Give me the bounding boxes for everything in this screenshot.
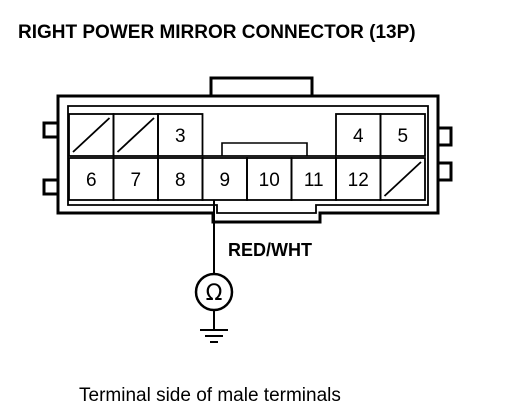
connector-housing (42, 76, 453, 224)
ground-icon (200, 310, 228, 343)
ohm-icon: Ω (206, 281, 223, 306)
center-keyway (221, 142, 308, 156)
terminal-grid: 3 4 5 6 7 8 9 10 11 12 (68, 113, 426, 201)
terminal-cavity (379, 113, 426, 157)
left-tab-lower (42, 178, 58, 196)
unused-terminal-slash (383, 161, 422, 197)
terminal-number: 12 (348, 170, 369, 191)
unused-terminal-slash (72, 117, 111, 153)
right-tab-upper (438, 126, 453, 147)
terminal-number: 4 (353, 126, 364, 147)
terminal-number: 10 (259, 170, 280, 191)
top-lock-tab (209, 76, 314, 96)
unused-terminal-slash (116, 117, 155, 153)
right-tab-lower (438, 161, 453, 182)
terminal-cavity (379, 157, 426, 201)
diagram-title: RIGHT POWER MIRROR CONNECTOR (13P) (18, 22, 416, 43)
terminal-cavity (157, 113, 204, 157)
terminal-number: 5 (397, 126, 408, 147)
terminal-number: 7 (130, 170, 141, 191)
housing-inner (67, 105, 429, 214)
terminal-number: 6 (86, 170, 97, 191)
housing-outer (56, 94, 440, 224)
terminal-number: 3 (175, 126, 186, 147)
terminal-number: 9 (219, 170, 230, 191)
terminal-number: 11 (304, 170, 324, 191)
left-tab-upper (42, 121, 58, 139)
terminal-number: 8 (175, 170, 186, 191)
wire-color-label: RED/WHT (228, 240, 312, 260)
diagram-caption: Terminal side of male terminals (79, 385, 341, 406)
